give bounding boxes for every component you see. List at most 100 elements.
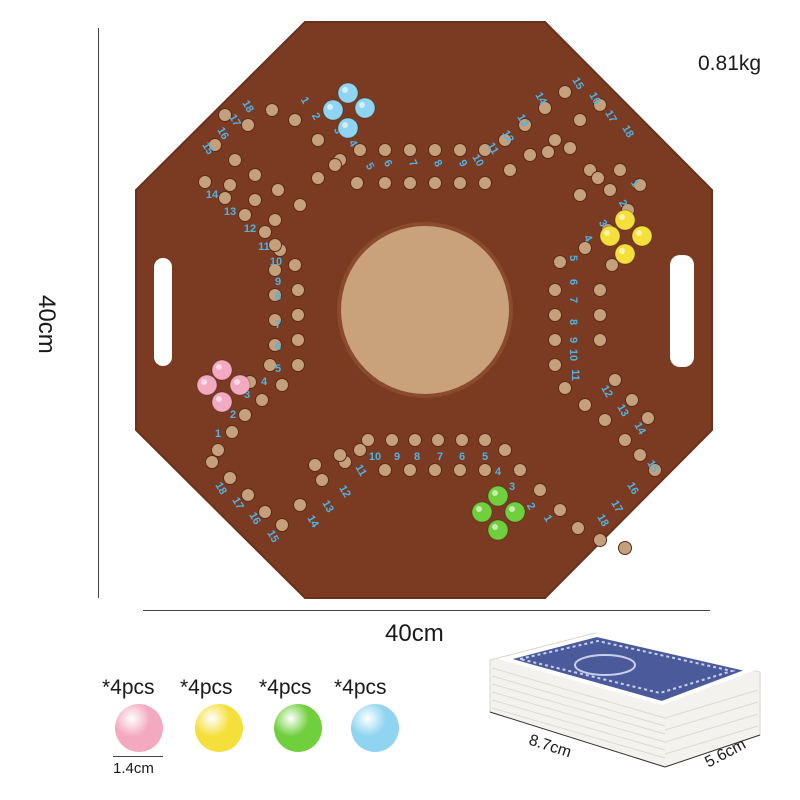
board-width-label: 40cm	[385, 620, 444, 647]
board-hole	[255, 393, 269, 407]
board-hole	[558, 381, 572, 395]
track-number: 15	[644, 458, 661, 475]
board-hole	[553, 503, 567, 517]
track-number: 13	[319, 498, 336, 515]
track-number: 7	[406, 158, 419, 169]
board-base	[135, 21, 713, 599]
track-number: 9	[456, 158, 469, 169]
track-number: 11	[258, 241, 270, 253]
track-number: 13	[224, 206, 236, 218]
board-hole	[548, 358, 562, 372]
board-hole	[291, 308, 305, 322]
board-hole	[218, 191, 232, 205]
board-hole	[353, 443, 367, 457]
marble-highlight	[234, 379, 240, 385]
marble-highlight	[476, 506, 482, 512]
board-hole	[293, 498, 307, 512]
track-number: 1	[298, 95, 311, 106]
board-hole	[315, 473, 329, 487]
board-hole	[403, 143, 417, 157]
center-well	[341, 226, 509, 394]
board-hole	[648, 463, 662, 477]
board-hole	[428, 143, 442, 157]
board-hole	[503, 163, 517, 177]
weight-label: 0.81kg	[698, 52, 762, 75]
board-hole	[625, 393, 639, 407]
track-number: 11	[569, 369, 581, 381]
board-hole	[238, 408, 252, 422]
board-hole	[593, 98, 607, 112]
track-number: 4	[495, 466, 502, 478]
board-hole	[291, 333, 305, 347]
track-number: 5	[363, 161, 376, 172]
track-number: 5	[275, 363, 281, 375]
board-hole	[618, 433, 632, 447]
board-hole	[453, 463, 467, 477]
board-hole	[641, 411, 655, 425]
track-number: 17	[229, 495, 246, 512]
board-hole	[558, 85, 572, 99]
track-number: 8	[414, 451, 420, 463]
board-hole	[223, 178, 237, 192]
board-hole	[211, 443, 225, 457]
green-marble	[274, 704, 322, 752]
board-hole	[408, 433, 422, 447]
board-hole	[578, 241, 592, 255]
board-hole	[455, 433, 469, 447]
track-number: 12	[499, 128, 516, 145]
board-hole	[248, 193, 262, 207]
board-hole	[265, 103, 279, 117]
track-number: 16	[586, 90, 603, 107]
track-number: 4	[261, 376, 268, 388]
board-hole	[291, 283, 305, 297]
marble-highlight	[619, 214, 625, 220]
board-hole	[591, 171, 605, 185]
board-hole	[333, 448, 347, 462]
board-marbles	[196, 82, 653, 541]
marble-highlight	[636, 230, 642, 236]
board-hole	[523, 148, 537, 162]
board-hole	[268, 238, 282, 252]
width-dimension-line	[143, 610, 710, 611]
marble-highlight	[359, 102, 365, 108]
board-hole	[563, 141, 577, 155]
track-number: 11	[484, 140, 500, 156]
board-hole	[498, 133, 512, 147]
board-hole	[311, 133, 325, 147]
height-dimension-line	[98, 28, 99, 598]
board-hole	[548, 283, 562, 297]
board-hole	[428, 176, 442, 190]
board-hole	[268, 213, 282, 227]
board-hole	[403, 176, 417, 190]
board-hole	[538, 101, 552, 115]
track-number: 12	[244, 223, 256, 235]
board-hole	[258, 225, 272, 239]
track-number: 1	[541, 513, 554, 524]
track-number: 10	[369, 451, 381, 463]
board-hole	[593, 283, 607, 297]
board-hole	[208, 138, 222, 152]
marble-highlight	[509, 506, 515, 512]
board-hole	[605, 258, 619, 272]
yellow-count-label: *4pcs	[180, 676, 233, 699]
board-hole	[328, 158, 342, 172]
marble-highlight	[216, 396, 222, 402]
board-hole	[385, 433, 399, 447]
board-hole	[428, 463, 442, 477]
card-width-line	[489, 711, 666, 768]
track-number: 1	[628, 178, 641, 189]
track-number: 18	[212, 480, 229, 497]
board-hole	[573, 188, 587, 202]
right-handle-slot	[670, 255, 694, 367]
board-hole	[275, 518, 289, 532]
board-hole	[453, 143, 467, 157]
pink-marble	[115, 704, 163, 752]
track-number: 16	[214, 125, 231, 142]
card-back	[497, 632, 757, 706]
track-number: 5	[482, 451, 488, 463]
board-hole	[350, 176, 364, 190]
marble-highlight	[492, 490, 498, 496]
track-number: 1	[215, 428, 221, 440]
track-number: 8	[431, 158, 444, 169]
board-hole	[548, 133, 562, 147]
